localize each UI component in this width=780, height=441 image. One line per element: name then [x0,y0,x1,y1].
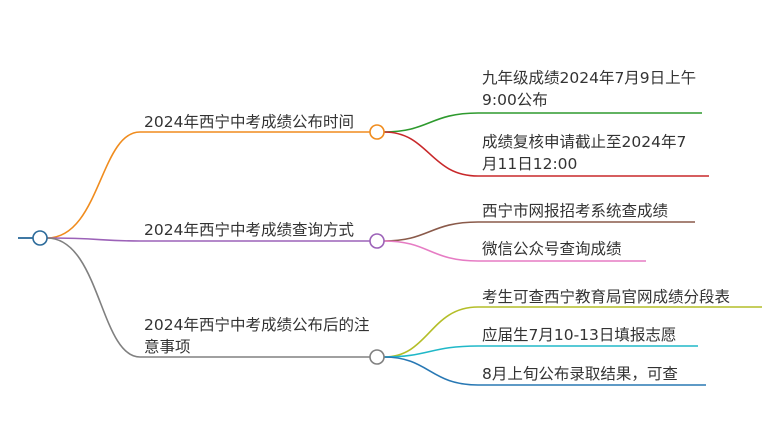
branch-3-child-2-label: 应届生7月10-13日填报志愿 [482,326,677,344]
branch-3-child-3-connector [383,356,706,386]
branch-2-child-2-label: 微信公众号查询成绩 [482,240,622,258]
branch-1-connector [46,131,370,239]
branch-1-child-2-connector [383,131,709,177]
branch-2-child-1-label: 西宁市网报招考系统查成绩 [482,202,669,220]
branch-2-child-1-connector [383,221,695,242]
branch-3-child-2-connector [383,345,698,358]
branch-3-node[interactable] [369,349,385,365]
branch-3-child-1-connector [383,306,762,358]
branch-2-connector [46,237,370,242]
branch-3-connector [46,237,370,358]
root-node[interactable] [32,230,48,246]
branch-3-child-1-label: 考生可查西宁教育局官网成绩分段表 [482,288,731,306]
branch-1-node[interactable] [369,124,385,140]
branch-3-child-3-label: 8月上旬公布录取结果，可查 [482,365,678,383]
branch-1-label: 2024年西宁中考成绩公布时间 [144,113,354,131]
branch-1-child-2-label: 成绩复核申请截止至2024年7月11日12:00 [482,133,687,173]
branch-2-node[interactable] [369,233,385,249]
branch-1-child-1-label: 九年级成绩2024年7月9日上午9:00公布 [482,69,697,109]
branch-2-label: 2024年西宁中考成绩查询方式 [144,221,354,239]
branch-3-label: 2024年西宁中考成绩公布后的注意事项 [144,316,370,356]
branch-2-child-2-connector [383,240,646,262]
branch-1-child-1-connector [383,112,702,133]
